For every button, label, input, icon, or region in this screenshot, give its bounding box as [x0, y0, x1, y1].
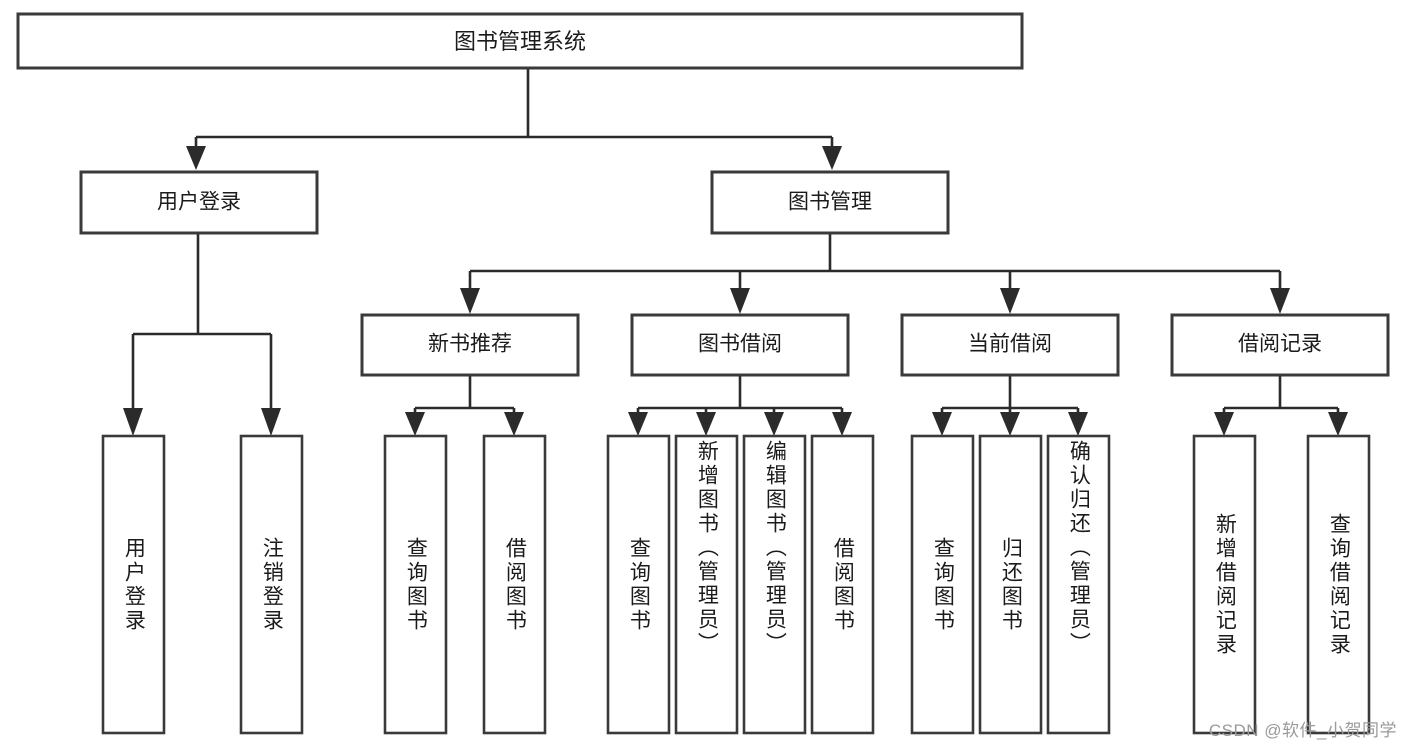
arrow-head-icon [822, 146, 842, 170]
node-book-borrow-box[interactable] [630, 313, 850, 377]
leaf-box-add-book[interactable] [674, 434, 739, 735]
leaf-box-logout[interactable] [239, 434, 304, 735]
arrow-head-icon [1328, 412, 1348, 436]
arrow-head-icon [932, 412, 952, 436]
connector-layer [123, 68, 1348, 436]
leaf-box-confirm-return[interactable] [1046, 434, 1111, 735]
arrow-head-icon [405, 412, 425, 436]
node-current-borrow-box[interactable] [900, 313, 1120, 377]
leaf-box-edit-book[interactable] [742, 434, 807, 735]
arrow-head-icon [1270, 288, 1290, 314]
csdn-watermark: CSDN @软件_小贺同学 [1208, 721, 1397, 740]
node-borrow-record-label: 借阅记录 [1238, 333, 1322, 356]
arrow-head-icon [628, 412, 648, 436]
node-borrow-record-box[interactable] [1170, 313, 1390, 377]
leaf-box-borrow-book-1[interactable] [482, 434, 547, 735]
arrow-head-icon [123, 408, 143, 436]
node-user-login[interactable]: 用户登录 [79, 170, 319, 235]
node-current-borrow[interactable]: 当前借阅 [900, 313, 1120, 377]
leaf-box-borrow-book-2[interactable] [810, 434, 875, 735]
leaf-box-add-record[interactable] [1192, 434, 1257, 735]
node-user-login-box[interactable] [79, 170, 319, 235]
arrow-head-icon [1068, 412, 1088, 436]
node-book-management-label: 图书管理 [788, 191, 872, 214]
leaf-box-query-book-3[interactable] [910, 434, 975, 735]
node-root[interactable]: 图书管理系统 [16, 12, 1024, 70]
node-book-management-box[interactable] [710, 170, 950, 235]
leaf-box-layer [101, 434, 1371, 735]
arrow-head-icon [696, 412, 716, 436]
leaf-box-query-book-1[interactable] [383, 434, 448, 735]
node-new-book-recommend-box[interactable] [360, 313, 580, 377]
leaf-box-return-book[interactable] [978, 434, 1043, 735]
arrow-head-icon [730, 288, 750, 314]
node-book-management[interactable]: 图书管理 [710, 170, 950, 235]
arrow-head-icon [186, 146, 206, 170]
node-book-borrow-label: 图书借阅 [698, 333, 782, 356]
node-new-book-recommend[interactable]: 新书推荐 [360, 313, 580, 377]
arrow-head-icon [832, 412, 852, 436]
node-book-borrow[interactable]: 图书借阅 [630, 313, 850, 377]
arrow-head-icon [1214, 412, 1234, 436]
arrow-head-icon [261, 408, 281, 436]
arrow-head-icon [1000, 288, 1020, 314]
arrow-head-icon [764, 412, 784, 436]
node-current-borrow-label: 当前借阅 [968, 333, 1052, 356]
leaf-box-query-book-2[interactable] [606, 434, 671, 735]
node-new-book-recommend-label: 新书推荐 [428, 333, 512, 356]
node-root-box[interactable] [16, 12, 1024, 70]
leaf-box-query-record[interactable] [1306, 434, 1371, 735]
node-borrow-record[interactable]: 借阅记录 [1170, 313, 1390, 377]
leaf-box-user-login[interactable] [101, 434, 166, 735]
arrow-head-icon [460, 288, 480, 314]
arrow-head-icon [504, 412, 524, 436]
node-user-login-label: 用户登录 [157, 191, 241, 214]
arrow-head-icon [1000, 412, 1020, 436]
node-root-label: 图书管理系统 [454, 29, 586, 54]
